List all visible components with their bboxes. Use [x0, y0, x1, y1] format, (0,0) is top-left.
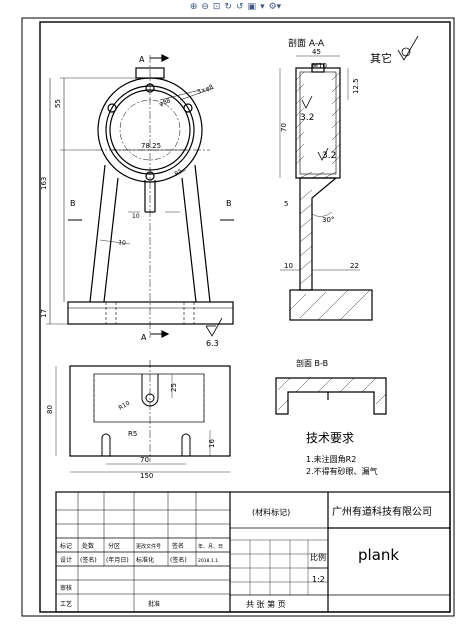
rotate-icon[interactable]: ↻: [224, 2, 232, 12]
front-view-labels: A A B B 55 163 17 78.25 φ88 3×φ8 10 10 R…: [40, 55, 232, 348]
review-label: 审核: [60, 584, 72, 592]
part-name: plank: [358, 546, 399, 564]
roughness-6-3: 6.3: [206, 339, 219, 348]
company-name: 广州有道科技有限公司: [332, 505, 432, 518]
dim-phi88: φ88: [158, 97, 171, 108]
design-sign: (签名): [80, 556, 97, 564]
standardization-label: 标准化: [136, 556, 154, 564]
header-mark: 标记: [60, 542, 72, 550]
dim-10: 10: [284, 262, 293, 270]
section-aa-labels: 剖面 A-A 其它 45 M10 12.5 70 3.2 3.2 5 30° 1…: [280, 37, 392, 270]
roughness-3-2-b: 3.2: [322, 151, 336, 161]
dim-r5: R5: [128, 430, 137, 438]
top-view-labels: R10 25 80 R5 16 70 150: [46, 383, 216, 480]
chevron-down-icon[interactable]: ▾: [260, 2, 265, 12]
outer-frame: [21, 17, 455, 617]
dim-70: 70: [280, 123, 288, 132]
section-aa-title: 剖面 A-A: [288, 37, 325, 49]
scale-label: 比例: [310, 552, 326, 562]
viewer-toolbar: ⊕ ⊖ ⊡ ↻ ↺ ▣ ▾ ⚙▾: [0, 0, 471, 14]
settings-icon[interactable]: ⚙▾: [268, 2, 282, 12]
zoom-out-icon[interactable]: ⊖: [201, 2, 209, 12]
tech-requirement-2: 2.不得有砂眼、漏气: [306, 466, 378, 476]
approve-label: 批准: [148, 600, 160, 608]
dim-r10: R10: [118, 400, 132, 412]
header-date: 年、月、日: [198, 543, 223, 550]
section-bb-title: 剖面 B-B: [296, 358, 328, 368]
dim-10-b: 10: [118, 239, 127, 247]
title-block-text: (材料标记) 广州有道科技有限公司 plank 比例 1:2 标记 处数 分区 …: [60, 505, 432, 609]
dim-78: 78.25: [141, 142, 161, 150]
top-view: [55, 360, 231, 473]
dim-m10: M10: [312, 62, 327, 70]
header-sign: 签名: [172, 542, 184, 550]
section-label-a-top: A: [139, 55, 145, 64]
roughness-3-2-a: 3.2: [300, 113, 314, 123]
header-count: 处数: [82, 542, 94, 550]
dim-3phi8: 3×φ8: [196, 84, 214, 96]
dim-16: 16: [208, 439, 216, 448]
standardization-date: 2018.1.1: [198, 558, 218, 564]
page-icon[interactable]: ▣: [247, 2, 257, 12]
sheet-info: 共 张 第 页: [246, 599, 286, 609]
section-label-a-bottom: A: [141, 333, 147, 342]
dim-17: 17: [40, 309, 48, 318]
design-date: (年月日): [106, 556, 129, 564]
refresh-icon[interactable]: ↺: [236, 2, 244, 12]
design-label: 设计: [60, 556, 72, 564]
section-bb: [275, 377, 387, 415]
section-aa: [279, 35, 419, 321]
dim-45: 45: [312, 48, 321, 56]
process-label: 工艺: [60, 600, 72, 608]
dim-12-5: 12.5: [352, 78, 360, 94]
zoom-in-icon[interactable]: ⊕: [189, 2, 198, 12]
dim-22: 22: [350, 262, 359, 270]
other-roughness-label: 其它: [370, 51, 392, 65]
dim-r: R5: [174, 168, 185, 178]
dim-163: 163: [40, 177, 48, 190]
dim-10-a: 10: [132, 213, 140, 220]
standardization-sign: (签名): [170, 556, 187, 564]
header-zone: 分区: [108, 542, 120, 550]
zoom-fit-icon[interactable]: ⊡: [212, 2, 221, 12]
material-mark: (材料标记): [252, 507, 290, 517]
tech-requirement-1: 1.未注圆角R2: [306, 454, 356, 464]
section-label-b-left: B: [70, 199, 76, 208]
section-label-b-right: B: [226, 199, 232, 208]
title-block: [55, 491, 451, 613]
dim-70-top: 70: [140, 456, 149, 464]
dim-5: 5: [284, 200, 288, 208]
front-view: [46, 54, 234, 338]
dim-80: 80: [46, 405, 54, 414]
dim-55: 55: [54, 99, 62, 108]
dim-150: 150: [140, 472, 153, 480]
tech-requirements-title: 技术要求: [306, 431, 354, 445]
dim-30-deg: 30°: [322, 216, 334, 224]
dim-25: 25: [170, 383, 178, 392]
scale-value: 1:2: [312, 575, 325, 584]
header-change-doc: 更改文件号: [136, 543, 161, 550]
